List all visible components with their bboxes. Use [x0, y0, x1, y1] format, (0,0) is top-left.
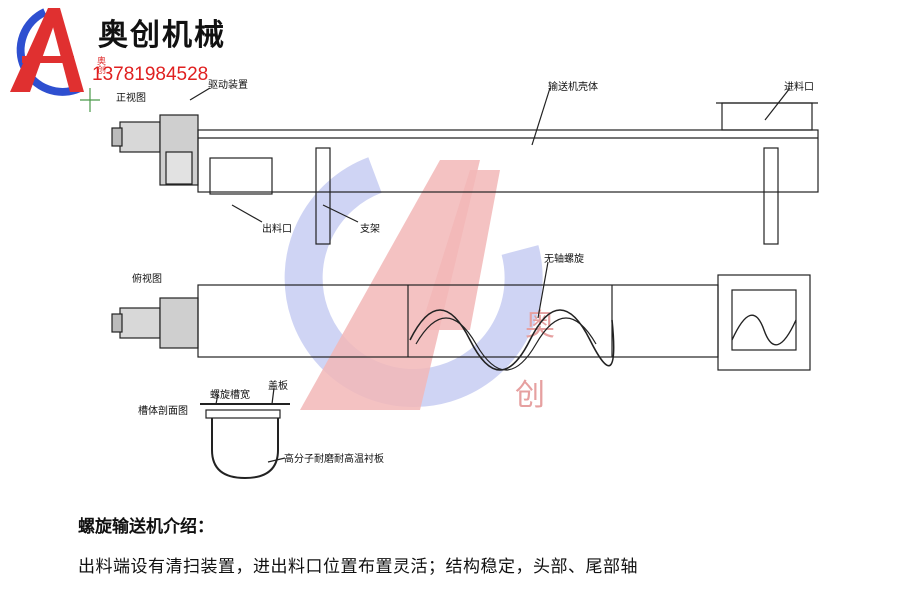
inlet-label: 进料口	[784, 82, 814, 93]
support-label: 支架	[360, 224, 380, 235]
front-view-label: 正视图	[116, 93, 146, 104]
liner-label: 高分子耐磨耐高温衬板	[284, 454, 384, 465]
brand-vertical-text: 奥创	[95, 56, 105, 74]
intro-text: 出料端设有清扫装置，进出料口位置布置灵活；结构稳定，头部、尾部轴	[78, 557, 638, 577]
cover-label: 盖板	[268, 381, 288, 392]
intro-title: 螺旋输送机介绍：	[78, 517, 214, 537]
trough-width-label: 螺旋槽宽	[210, 390, 250, 401]
housing-label: 输送机壳体	[548, 82, 598, 93]
section-view-label: 槽体剖面图	[138, 406, 188, 417]
motor-label: 驱动装置	[208, 80, 248, 91]
brand-phone: 13781984528	[92, 64, 209, 85]
shaftless-label: 无轴螺旋	[544, 254, 584, 265]
top-view	[111, 261, 811, 371]
brand-name: 奥创机械	[98, 18, 226, 53]
watermark-char-chuang: 创	[515, 378, 545, 413]
top-view-label: 俯视图	[132, 274, 162, 285]
outlet-label: 出料口	[262, 224, 292, 235]
crosshair-mark	[80, 88, 100, 112]
section-view	[200, 387, 290, 480]
front-view	[111, 87, 819, 245]
